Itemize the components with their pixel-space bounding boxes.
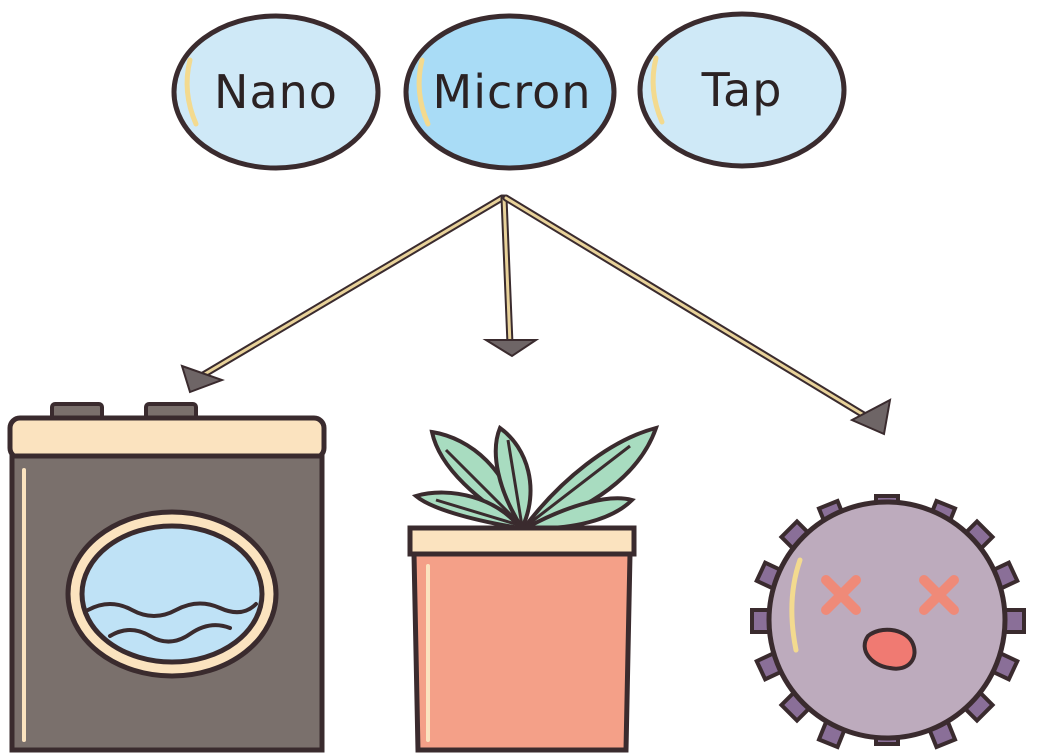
- arrow-to-plant: [482, 194, 540, 358]
- bubble-label-nano: Nano: [214, 65, 338, 119]
- bubble-label-tap: Tap: [701, 63, 783, 117]
- arrow-to-washing-machine: [180, 194, 506, 394]
- arrow-to-germ: [502, 194, 892, 436]
- bubble-label-micron: Micron: [433, 65, 592, 119]
- bubble-micron: Micron: [403, 13, 617, 171]
- dead-germ-icon: [750, 494, 1026, 750]
- bubble-tap: Tap: [637, 11, 847, 169]
- bubble-nano: Nano: [171, 13, 381, 171]
- potted-plant-icon: [407, 424, 660, 753]
- washing-machine-icon: [7, 402, 327, 753]
